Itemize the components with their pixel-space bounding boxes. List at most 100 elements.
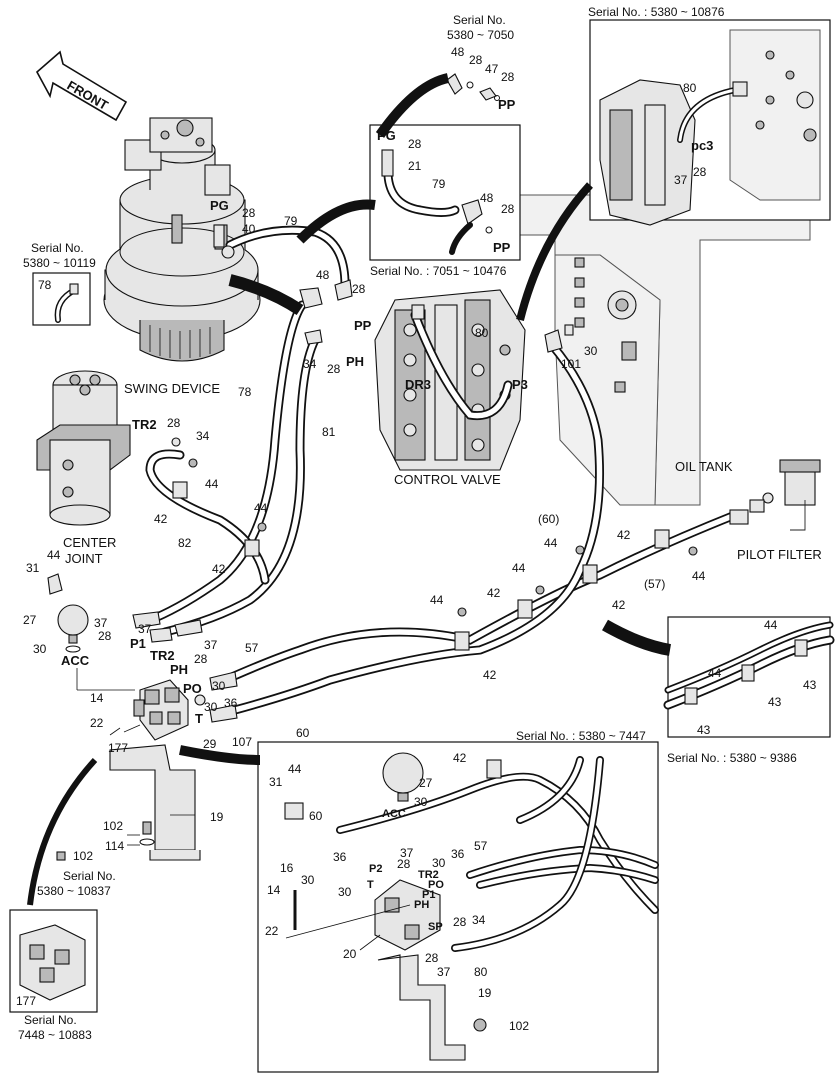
swing-device (103, 117, 261, 362)
fittings (47, 224, 765, 861)
callout-44: 44 (692, 569, 706, 583)
callout-27: 27 (419, 776, 433, 790)
serial-range-10876: Serial No. : 5380 ~ 10876 (588, 5, 725, 19)
callout-44: 44 (512, 561, 526, 575)
port-tr2-valve: TR2 (150, 648, 175, 663)
connector-blobs (27, 73, 672, 906)
callout-34: 34 (303, 357, 317, 371)
center-joint-label-2: JOINT (65, 551, 103, 566)
callout-30: 30 (432, 856, 446, 870)
callout-42: 42 (154, 512, 168, 526)
callout-20: 20 (343, 947, 357, 961)
callout-177: 177 (108, 741, 128, 755)
serial-range-10119: 5380 ~ 10119 (23, 256, 96, 270)
port-p1: P1 (130, 636, 146, 651)
port-dr3: DR3 (405, 377, 431, 392)
serial-range-10837: 5380 ~ 10837 (37, 884, 111, 898)
callout-28: 28 (194, 652, 208, 666)
port-acc: ACC (61, 653, 90, 668)
callout-36: 36 (451, 847, 465, 861)
callout-19: 19 (210, 810, 224, 824)
serial-range-10883: 7448 ~ 10883 (18, 1028, 92, 1042)
port-t-inset: T (367, 879, 374, 891)
callout-47: 47 (485, 62, 499, 76)
callout-14: 14 (90, 691, 104, 705)
port-pp-inset: PP (493, 240, 511, 255)
callout-44: 44 (708, 666, 722, 680)
callout-36: 36 (224, 696, 238, 710)
serial-no-label-c: Serial No. (63, 869, 116, 883)
callout-28: 28 (98, 629, 112, 643)
callout-28: 28 (352, 282, 366, 296)
callout-40: 40 (242, 222, 256, 236)
callout-80: 80 (475, 326, 489, 340)
callout-34: 34 (472, 913, 486, 927)
pilot-filter-label: PILOT FILTER (737, 547, 822, 562)
inset-serial-10883 (9, 909, 98, 1013)
callout-42: 42 (483, 668, 497, 682)
callout-30: 30 (414, 795, 428, 809)
port-ph: PH (346, 354, 364, 369)
callout-28: 28 (501, 202, 515, 216)
callout-14: 14 (267, 883, 281, 897)
callout-16: 16 (280, 861, 294, 875)
port-acc-inset: ACC (382, 808, 406, 820)
callout-78: 78 (38, 278, 52, 292)
callout-42: 42 (453, 751, 467, 765)
callout-37: 37 (138, 622, 152, 636)
serial-range-10476: Serial No. : 7051 ~ 10476 (370, 264, 507, 278)
callout-28: 28 (397, 857, 411, 871)
callout-80: 80 (474, 965, 488, 979)
serial-range-7447: Serial No. : 5380 ~ 7447 (516, 729, 646, 743)
port-po-inset: PO (428, 879, 444, 891)
callout-37: 37 (674, 173, 688, 187)
inset-serial-10476 (369, 124, 521, 261)
callout-80: 80 (683, 81, 697, 95)
port-ph-valve: PH (170, 662, 188, 677)
inset-serial-7050 (446, 73, 500, 101)
callout-101: 101 (561, 357, 581, 371)
port-ph-inset: PH (414, 899, 429, 911)
port-p1-inset: P1 (422, 889, 435, 901)
hose-clamps (172, 481, 670, 651)
port-sp-inset: SP (428, 921, 443, 933)
solenoid-valve-block (109, 679, 201, 861)
control-valve-label: CONTROL VALVE (394, 472, 501, 487)
callout-21: 21 (408, 159, 422, 173)
text-labels: SWING DEVICE CONTROL VALVE OIL TANK CENT… (16, 5, 822, 1042)
serial-no-label-b: Serial No. (31, 241, 84, 255)
callout-102: 102 (103, 819, 123, 833)
callout-30: 30 (301, 873, 315, 887)
callout-48: 48 (316, 268, 330, 282)
callout-107: 107 (232, 735, 252, 749)
callout-28: 28 (327, 362, 341, 376)
callout-29: 29 (203, 737, 217, 751)
callout-60-ref: (60) (538, 512, 559, 526)
callout-57-ref: (57) (644, 577, 665, 591)
port-po: PO (183, 681, 202, 696)
callout-37: 37 (204, 638, 218, 652)
callout-57: 57 (474, 839, 488, 853)
callout-43: 43 (697, 723, 711, 737)
port-t: T (195, 711, 203, 726)
callout-102: 102 (509, 1019, 529, 1033)
front-arrow: FRONT (35, 50, 128, 122)
callout-22: 22 (90, 716, 104, 730)
port-p3: P3 (512, 377, 528, 392)
port-pg: PG (210, 198, 229, 213)
callout-28: 28 (408, 137, 422, 151)
leader-lines (76, 668, 411, 951)
port-pg-inset: PG (377, 128, 396, 143)
callout-28: 28 (501, 70, 515, 84)
callout-28: 28 (469, 53, 483, 67)
callout-43: 43 (803, 678, 817, 692)
callout-82: 82 (178, 536, 192, 550)
callout-42: 42 (612, 598, 626, 612)
callout-79: 79 (284, 214, 298, 228)
callout-102: 102 (73, 849, 93, 863)
callout-30: 30 (212, 679, 226, 693)
callout-44: 44 (288, 762, 302, 776)
pilot-filter (762, 459, 821, 531)
